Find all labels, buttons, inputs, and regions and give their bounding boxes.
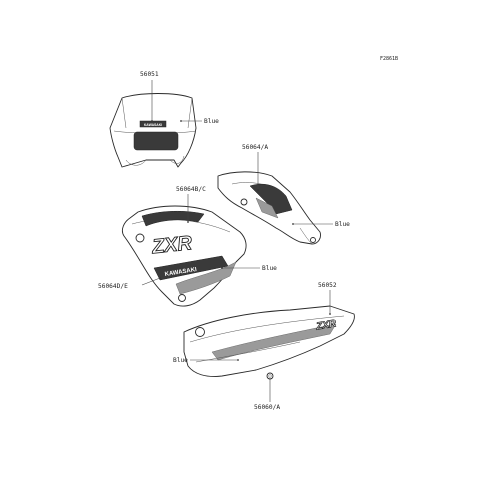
color-callout-upper-cowl: Blue [204,118,219,125]
upper-cowl: KAWASAKI [109,93,197,168]
side-cowl-right-stripe [249,183,293,215]
tail-cowl: ZXR [183,305,355,380]
upper-cowl-window [133,131,179,151]
part-number-56060A: 56060/A [254,404,280,411]
tail-cowl-stripe [211,323,337,361]
tail-cowl-model-decal: ZXR [314,318,337,333]
side-cowl-brand-decal: KAWASAKI [164,267,197,278]
part-number-56051: 56051 [140,71,159,78]
figure-id: F2861B [380,56,398,62]
upper-cowl-emblem [139,120,167,128]
side-cowl-left-stripe [141,211,205,227]
color-callout-side-right: Blue [335,221,350,228]
leader-56064DE [141,277,161,286]
part-number-56052: 56052 [318,282,337,289]
part-number-56064BC: 56064B/C [176,186,206,193]
side-cowl-right [217,171,321,245]
part-number-56064DE: 56064D/E [98,283,128,290]
side-cowl-model-decal: ZXR [150,232,194,258]
part-number-56064A: 56064/A [242,144,268,151]
color-callout-tail: Blue [173,357,188,364]
upper-cowl-brand-decal: KAWASAKI [144,123,162,127]
color-callout-side-left: Blue [262,265,277,272]
side-cowl-left: ZXR KAWASAKI [121,205,247,307]
